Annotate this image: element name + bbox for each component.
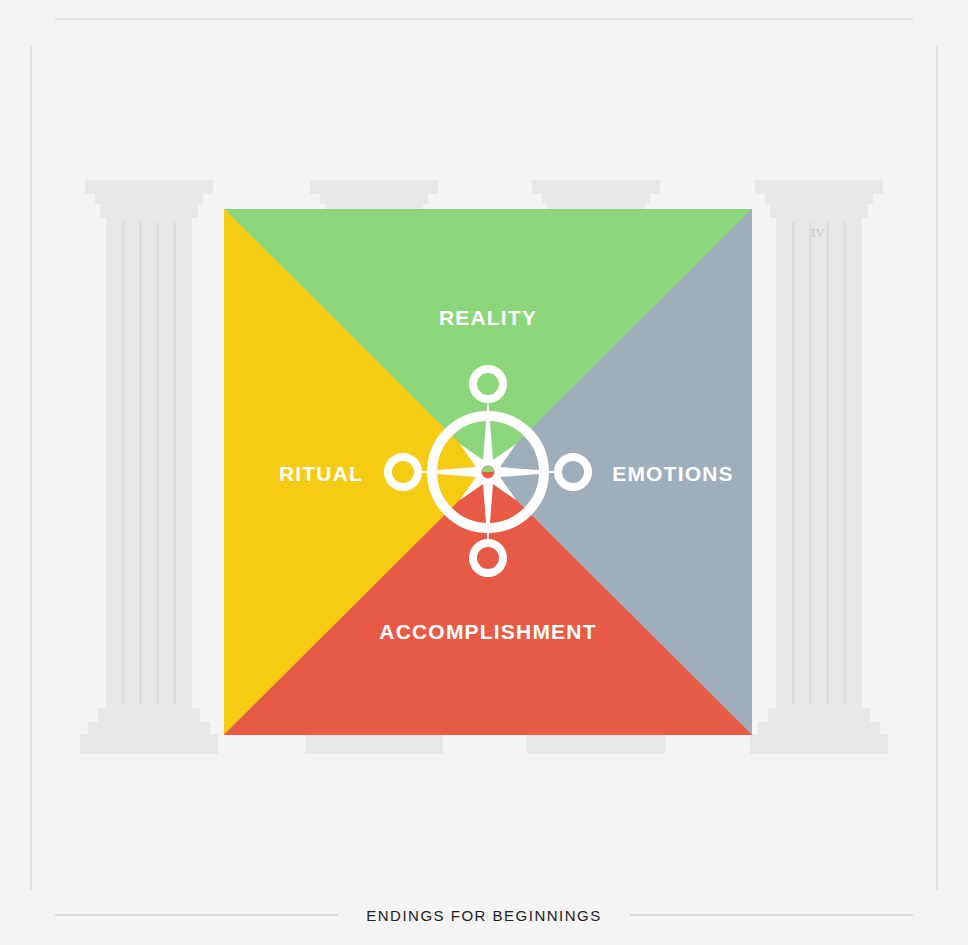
caption-text: ENDINGS FOR BEGINNINGS xyxy=(366,907,602,924)
greek-columns xyxy=(80,180,888,754)
section-label: EMOTIONS xyxy=(612,462,734,486)
section-label: ACCOMPLISHMENT xyxy=(379,620,596,644)
section-label: REALITY xyxy=(439,306,537,330)
roman-numeral: IV xyxy=(811,225,825,241)
section-label: RITUAL xyxy=(279,462,363,486)
